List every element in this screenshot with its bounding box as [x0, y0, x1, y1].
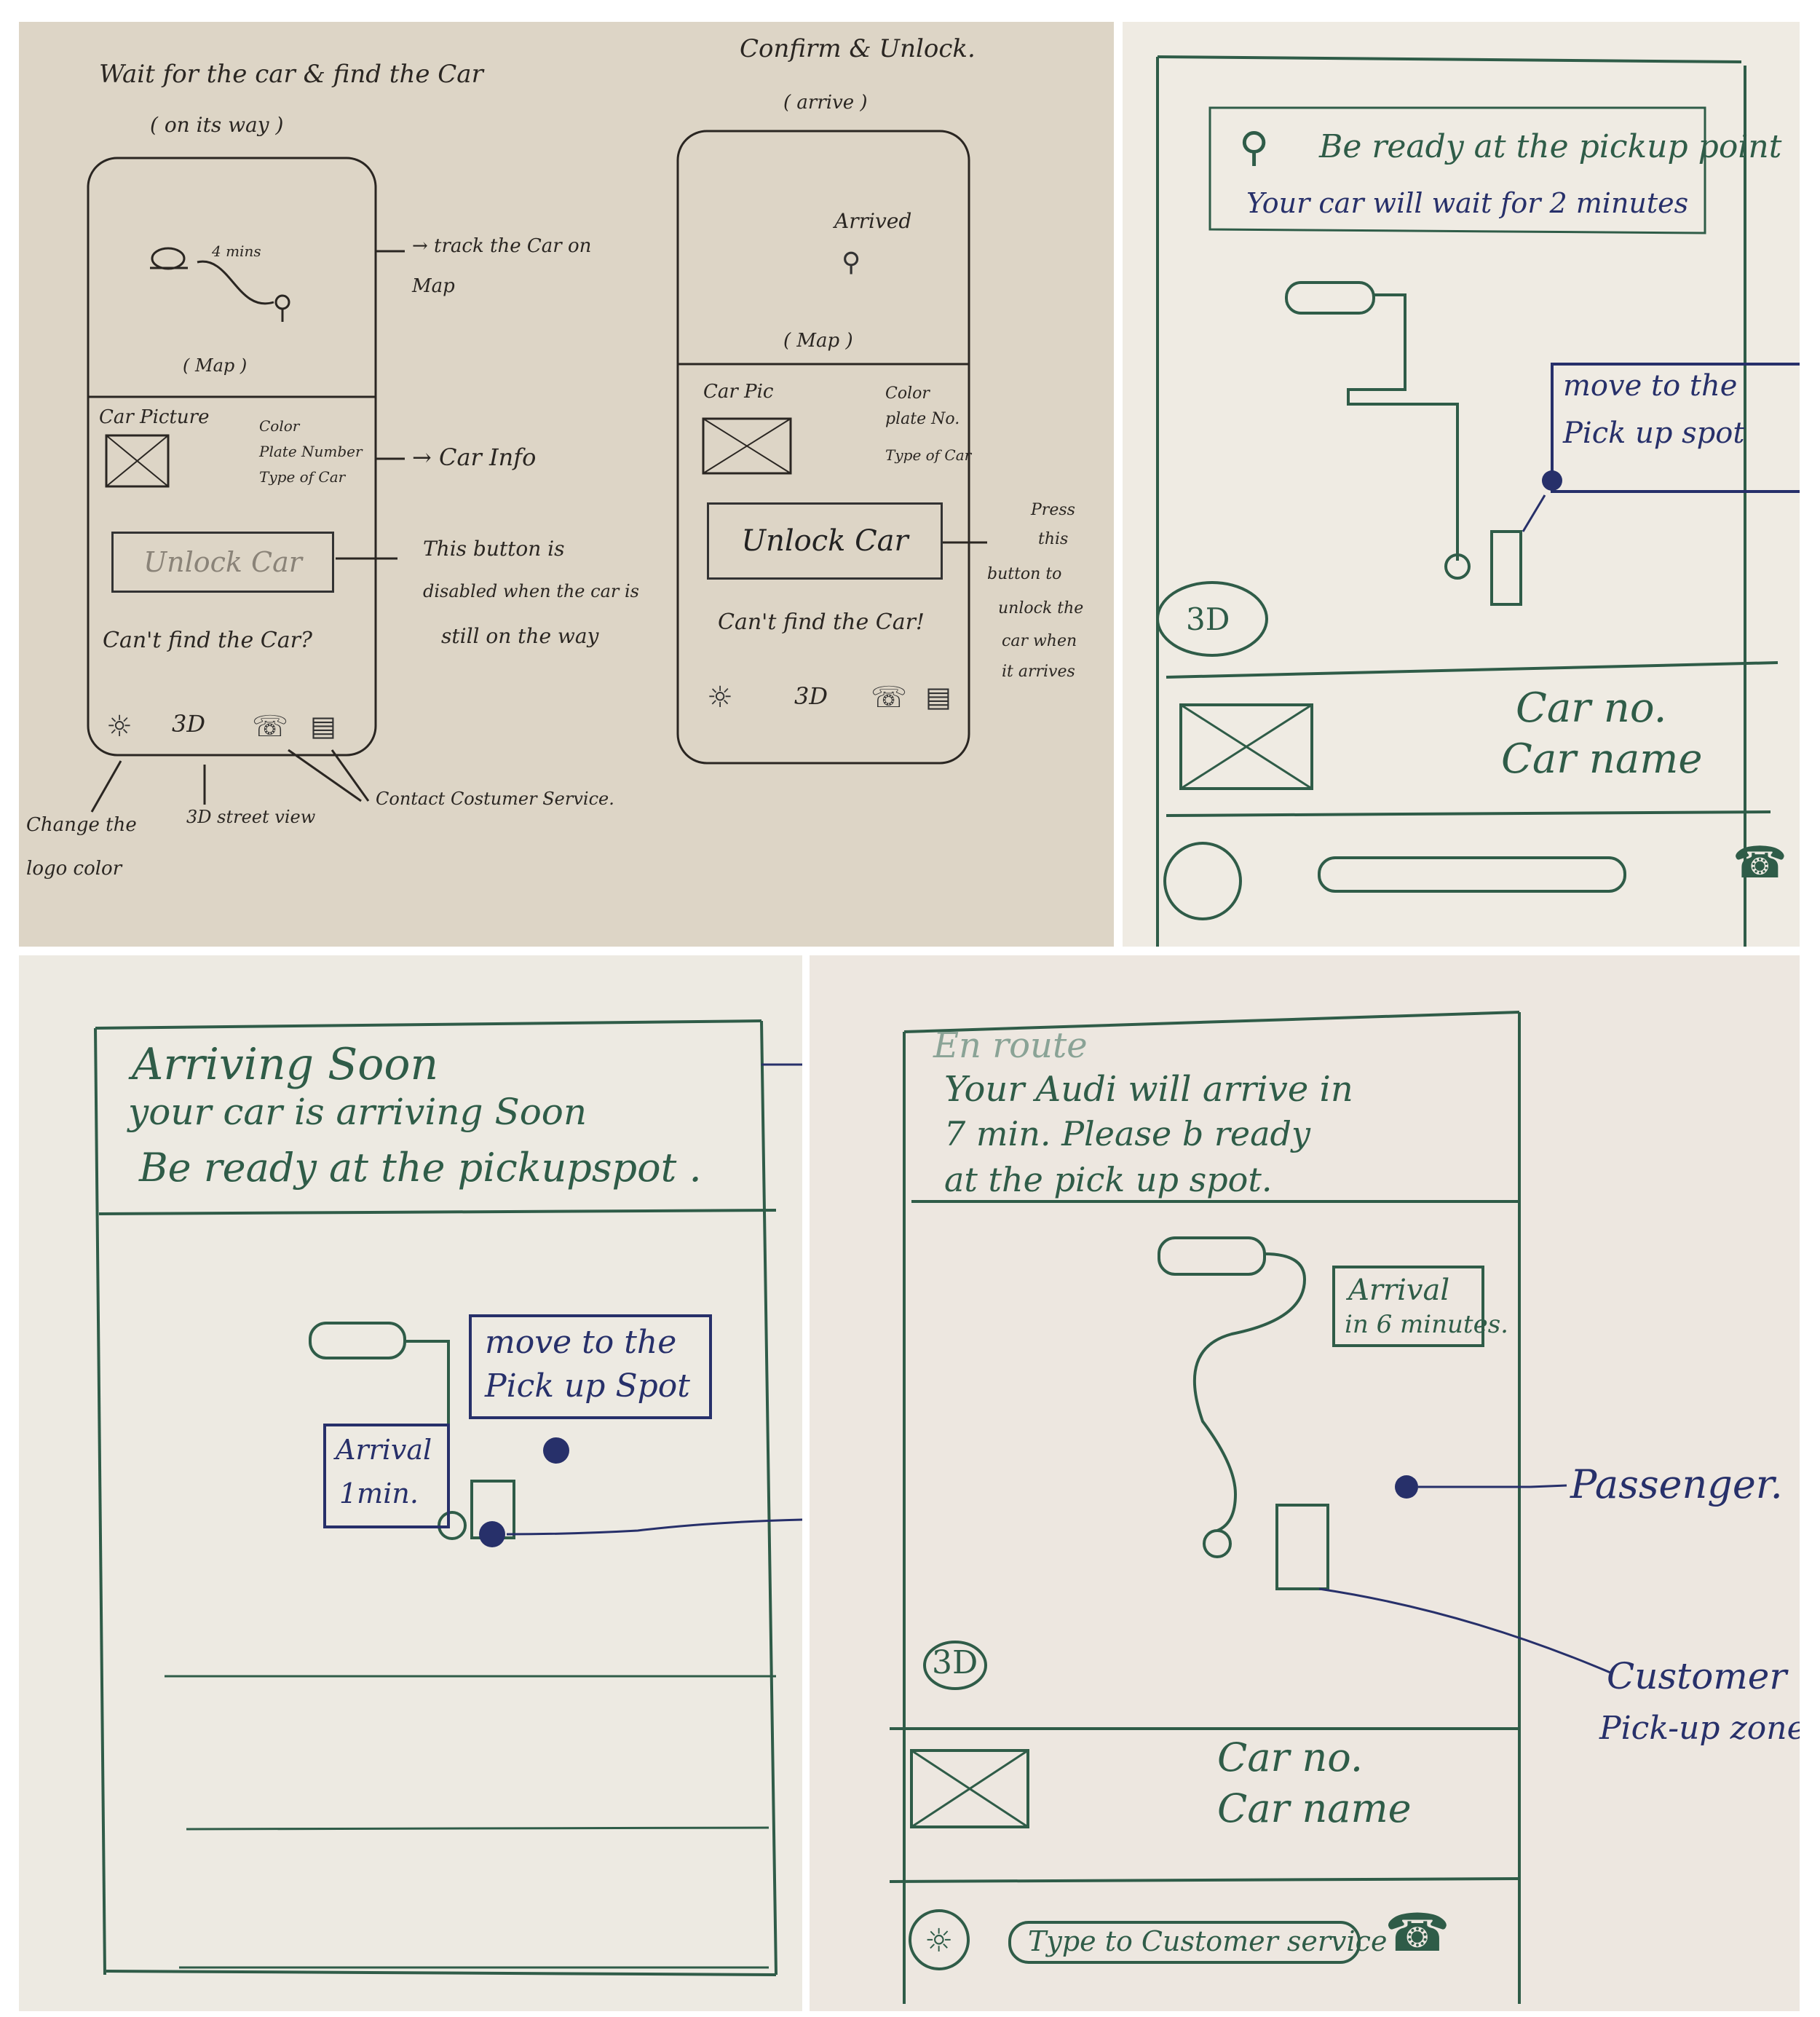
- callout-line-1: move to the: [1563, 369, 1738, 403]
- logo-icon-2[interactable]: ☼: [707, 681, 733, 714]
- car-number: Car no.: [1516, 684, 1667, 732]
- car-color-label: Color: [259, 417, 300, 435]
- car-name-p5: Car name: [1217, 1785, 1412, 1831]
- map-label: ( Map ): [183, 355, 248, 376]
- annotation-press-2: this: [1038, 530, 1069, 548]
- phone-icon-2[interactable]: ☏: [871, 681, 908, 714]
- arrival-label-p5: Arrival: [1348, 1274, 1450, 1307]
- annotation-logo-2: logo color: [26, 858, 122, 880]
- en-route-line-1: Your Audi will arrive in: [944, 1069, 1353, 1110]
- annotation-disabled-2: disabled when the car is: [423, 581, 639, 601]
- arrival-label-p3: Arrival: [336, 1434, 432, 1466]
- eta-label: 4 mins: [212, 242, 261, 260]
- zone-label-2: Pick-up zone.: [1599, 1710, 1800, 1747]
- arrived-car-icon: ⚲: [842, 248, 861, 277]
- car-number-p5: Car no.: [1217, 1734, 1363, 1780]
- sketch-title: Wait for the car & find the Car: [99, 60, 483, 89]
- 3d-button[interactable]: 3D: [1186, 601, 1230, 637]
- sketch-panel-en-route: En route Your Audi will arrive in 7 min.…: [810, 955, 1800, 2011]
- sketch-title-2: Confirm & Unlock.: [740, 34, 976, 63]
- arriving-line-1: your car is arriving Soon: [128, 1091, 587, 1133]
- sketch-subtitle-2: ( arrive ): [783, 92, 868, 114]
- arrived-label: Arrived: [834, 209, 912, 233]
- car-picture-label: Car Picture: [99, 406, 210, 428]
- 3d-view-button[interactable]: 3D: [172, 710, 206, 738]
- phone-icon-3[interactable]: ☎: [1733, 837, 1787, 888]
- car-name: Car name: [1501, 735, 1703, 783]
- sketch-panel-arriving-soon: Arriving Soon your car is arriving Soon …: [19, 955, 802, 2011]
- car-type-label: Type of Car: [259, 468, 346, 486]
- cant-find-link-2[interactable]: Can't find the Car!: [718, 609, 925, 635]
- sketch-lines-2: [1156, 55, 1800, 947]
- callout-line-2: Pick up spot: [1563, 417, 1745, 450]
- arrival-time-p5: in 6 minutes.: [1345, 1310, 1508, 1339]
- annotation-contact: Contact Costumer Service.: [376, 789, 614, 809]
- annotation-logo-1: Change the: [26, 814, 137, 836]
- pickup-banner-subtitle: Your car will wait for 2 minutes: [1246, 187, 1689, 219]
- 3d-view-button-2[interactable]: 3D: [794, 682, 828, 710]
- annotation-press-5: car when: [1002, 632, 1077, 650]
- car-pic-label: Car Pic: [703, 381, 774, 403]
- logo-icon-p5[interactable]: ☼: [925, 1922, 954, 1959]
- annotation-press-6: it arrives: [1002, 663, 1075, 681]
- passenger-label: Passenger.: [1570, 1461, 1783, 1507]
- callout-line-1-p3: move to the: [485, 1324, 677, 1361]
- 3d-button-p5[interactable]: 3D: [932, 1644, 978, 1681]
- zone-label-1: Customer: [1607, 1655, 1787, 1697]
- cant-find-link[interactable]: Can't find the Car?: [103, 628, 313, 653]
- annotation-press-4: unlock the: [998, 599, 1084, 617]
- plate-number-label: Plate Number: [259, 443, 363, 460]
- unlock-car-button-disabled[interactable]: Unlock Car: [111, 532, 334, 593]
- plate-label-2: plate No.: [885, 410, 960, 428]
- sketch-panel-pickup-wait: Be ready at the pickup point Your car wi…: [1123, 22, 1800, 947]
- sketch-subtitle: ( on its way ): [150, 113, 284, 137]
- callout-line-2-p3: Pick up Spot: [485, 1367, 690, 1405]
- unlock-car-button[interactable]: Unlock Car: [707, 502, 943, 580]
- annotation-disabled-3: still on the way: [441, 624, 599, 648]
- logo-icon[interactable]: ☼: [106, 710, 132, 743]
- car-color-label-2: Color: [885, 384, 930, 403]
- car-type-label-2: Type of Car: [885, 446, 972, 464]
- sketch-lines-3: [94, 1019, 802, 1976]
- arrival-time-p3: 1min.: [339, 1477, 419, 1509]
- notes-icon[interactable]: ▤: [310, 710, 336, 742]
- annotation-street-view: 3D street view: [186, 807, 316, 827]
- annotation-car-info: → Car Info: [412, 443, 537, 471]
- pickup-banner-title: Be ready at the pickup point: [1319, 128, 1782, 165]
- annotation-disabled-1: This button is: [423, 537, 565, 561]
- arriving-title: Arriving Soon: [132, 1039, 439, 1090]
- annotation-track: → track the Car on: [412, 235, 592, 257]
- sketch-lines-4: [889, 1011, 1611, 2004]
- phone-icon[interactable]: ☏: [252, 710, 289, 743]
- annotation-track-2: Map: [412, 275, 455, 297]
- map-label-2: ( Map ): [783, 330, 853, 352]
- en-route-line-3: at the pick up spot.: [944, 1160, 1273, 1199]
- sketch-lines: [87, 130, 987, 813]
- annotation-press-1: Press: [1031, 501, 1075, 519]
- customer-service-input[interactable]: Type to Customer service: [1028, 1925, 1388, 1957]
- arriving-line-2: Be ready at the pickupspot .: [139, 1145, 702, 1191]
- en-route-title: En route: [933, 1025, 1088, 1066]
- phone-icon-p5[interactable]: ☎: [1385, 1902, 1450, 1963]
- en-route-line-2: 7 min. Please b ready: [944, 1114, 1310, 1153]
- notes-icon-2[interactable]: ▤: [925, 681, 951, 713]
- annotation-press-3: button to: [987, 565, 1062, 583]
- location-pin-icon: ⚲: [1239, 124, 1270, 171]
- sketch-panel-wait-and-unlock: Wait for the car & find the Car ( on its…: [19, 22, 1114, 947]
